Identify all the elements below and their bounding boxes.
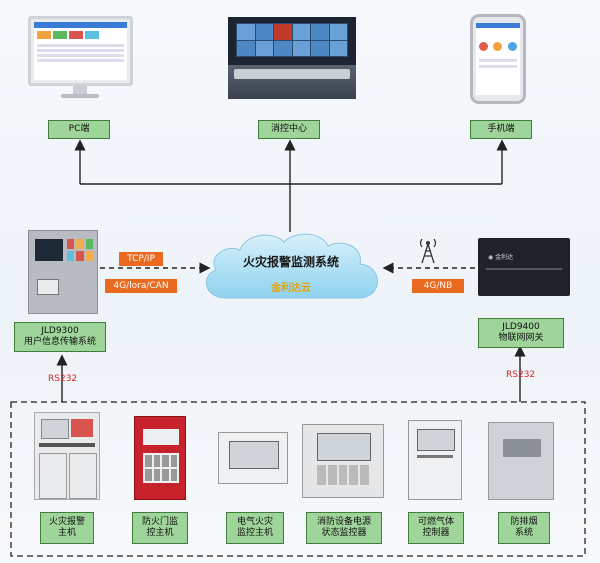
electrical-fire-host-image bbox=[218, 432, 288, 484]
jld9300-device-image bbox=[28, 230, 98, 314]
mobile-label: 手机端 bbox=[470, 120, 532, 139]
control-center-label: 消控中心 bbox=[258, 120, 320, 139]
device-5-line1: 防排烟 bbox=[510, 516, 538, 527]
devices-dashed-frame bbox=[10, 401, 586, 557]
gas-controller-image bbox=[408, 420, 462, 500]
device-1-line1: 防火门监 bbox=[141, 516, 178, 527]
jld9300-name: 用户信息传输系统 bbox=[23, 337, 96, 347]
jld9400-model: JLD9400 bbox=[502, 321, 540, 332]
device-label-gas-controller: 可燃气体 控制器 bbox=[408, 512, 464, 544]
fire-alarm-host-image bbox=[34, 412, 100, 500]
cloud-shape bbox=[205, 233, 378, 299]
jld9400-label: JLD9400 物联网网关 bbox=[478, 318, 564, 348]
device-label-electrical-fire: 电气火灾 监控主机 bbox=[226, 512, 284, 544]
tcp-ip-label: TCP/IP bbox=[119, 252, 163, 266]
device-0-line2: 主机 bbox=[57, 528, 76, 538]
pc-monitor-image bbox=[28, 16, 133, 100]
4g-nb-label: 4G/NB bbox=[412, 279, 464, 293]
control-center-image bbox=[228, 17, 356, 99]
device-1-line2: 控主机 bbox=[146, 528, 174, 538]
rs232-left-label: RS232 bbox=[48, 374, 78, 384]
jld9300-model: JLD9300 bbox=[41, 325, 79, 336]
cloud-subtitle: 金利达云 bbox=[271, 283, 311, 294]
jld9300-label: JLD9300 用户信息传输系统 bbox=[14, 322, 106, 352]
pc-label: PC端 bbox=[48, 120, 110, 139]
4g-lora-can-label: 4G/lora/CAN bbox=[105, 279, 177, 293]
device-label-fire-door: 防火门监 控主机 bbox=[132, 512, 188, 544]
device-2-line1: 电气火灾 bbox=[236, 516, 273, 527]
power-monitor-image bbox=[302, 424, 384, 498]
device-label-smoke-exhaust: 防排烟 系统 bbox=[498, 512, 550, 544]
mobile-phone-image bbox=[470, 14, 526, 104]
device-0-line1: 火灾报警 bbox=[48, 516, 85, 527]
device-3-line2: 状态监控器 bbox=[321, 528, 367, 538]
device-3-line1: 消防设备电源 bbox=[316, 516, 371, 527]
jld9400-device-image: ◉ 金利达 bbox=[478, 238, 570, 296]
jld9400-name: 物联网网关 bbox=[498, 333, 544, 343]
antenna-icon bbox=[419, 238, 437, 264]
fire-door-host-image bbox=[134, 416, 186, 500]
rs232-right-label: RS232 bbox=[506, 370, 536, 380]
device-5-line2: 系统 bbox=[514, 528, 533, 538]
device-label-power-monitor: 消防设备电源 状态监控器 bbox=[306, 512, 382, 544]
smoke-exhaust-image bbox=[488, 422, 554, 500]
device-label-fire-alarm: 火灾报警 主机 bbox=[40, 512, 94, 544]
device-4-line1: 可燃气体 bbox=[417, 516, 454, 527]
device-2-line2: 监控主机 bbox=[236, 528, 273, 538]
cloud-title: 火灾报警监测系统 bbox=[242, 255, 339, 269]
device-4-line2: 控制器 bbox=[422, 528, 450, 538]
